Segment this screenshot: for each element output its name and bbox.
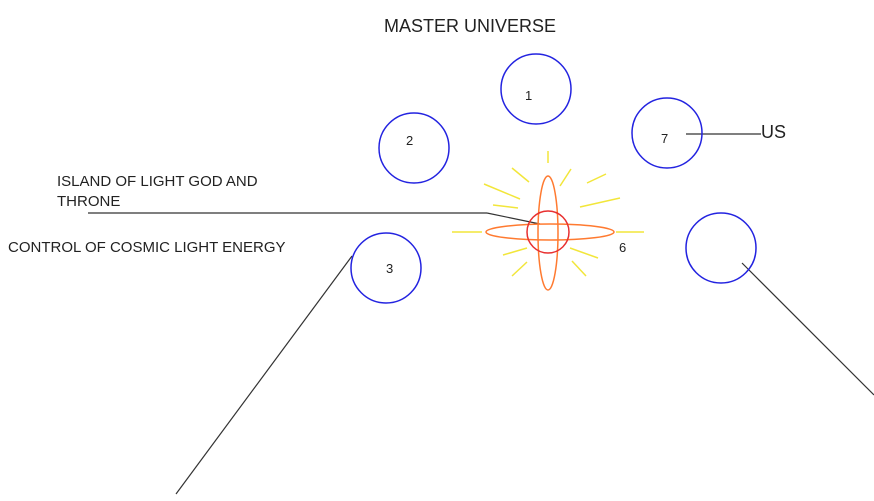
- horizontal-ellipse: [485, 223, 615, 241]
- light-god-throne: [485, 175, 615, 291]
- universe-2-circle: [378, 112, 450, 184]
- universe-6-number: 6: [619, 240, 626, 255]
- island-label-line2: THRONE: [57, 193, 120, 210]
- island-label-line1: ISLAND OF LIGHT GOD AND: [57, 173, 258, 190]
- universe-1-circle: [500, 53, 572, 125]
- universe-1-number: 1: [525, 88, 532, 103]
- island-of-light-circle: [526, 210, 570, 254]
- universe-unlabeled-circle: [685, 212, 757, 284]
- universe-3-line: [175, 255, 353, 495]
- universe-numbers: 1 2 3 6 7: [386, 88, 668, 276]
- us-label: US: [761, 122, 786, 142]
- universe-7-number: 7: [661, 131, 668, 146]
- control-label: CONTROL OF COSMIC LIGHT ENERGY: [8, 239, 286, 256]
- connector-lines: [88, 133, 874, 495]
- throne-pointer-diagonal: [486, 212, 541, 225]
- light-rays: [452, 151, 644, 277]
- universe-2-number: 2: [406, 133, 413, 148]
- universe-circles: [350, 53, 757, 304]
- universe-3-circle: [350, 232, 422, 304]
- unlabeled-universe-line: [741, 262, 874, 396]
- universe-3-number: 3: [386, 261, 393, 276]
- universe-7-circle: [631, 97, 703, 169]
- diagram-title: MASTER UNIVERSE: [384, 16, 556, 36]
- vertical-ellipse: [537, 175, 559, 291]
